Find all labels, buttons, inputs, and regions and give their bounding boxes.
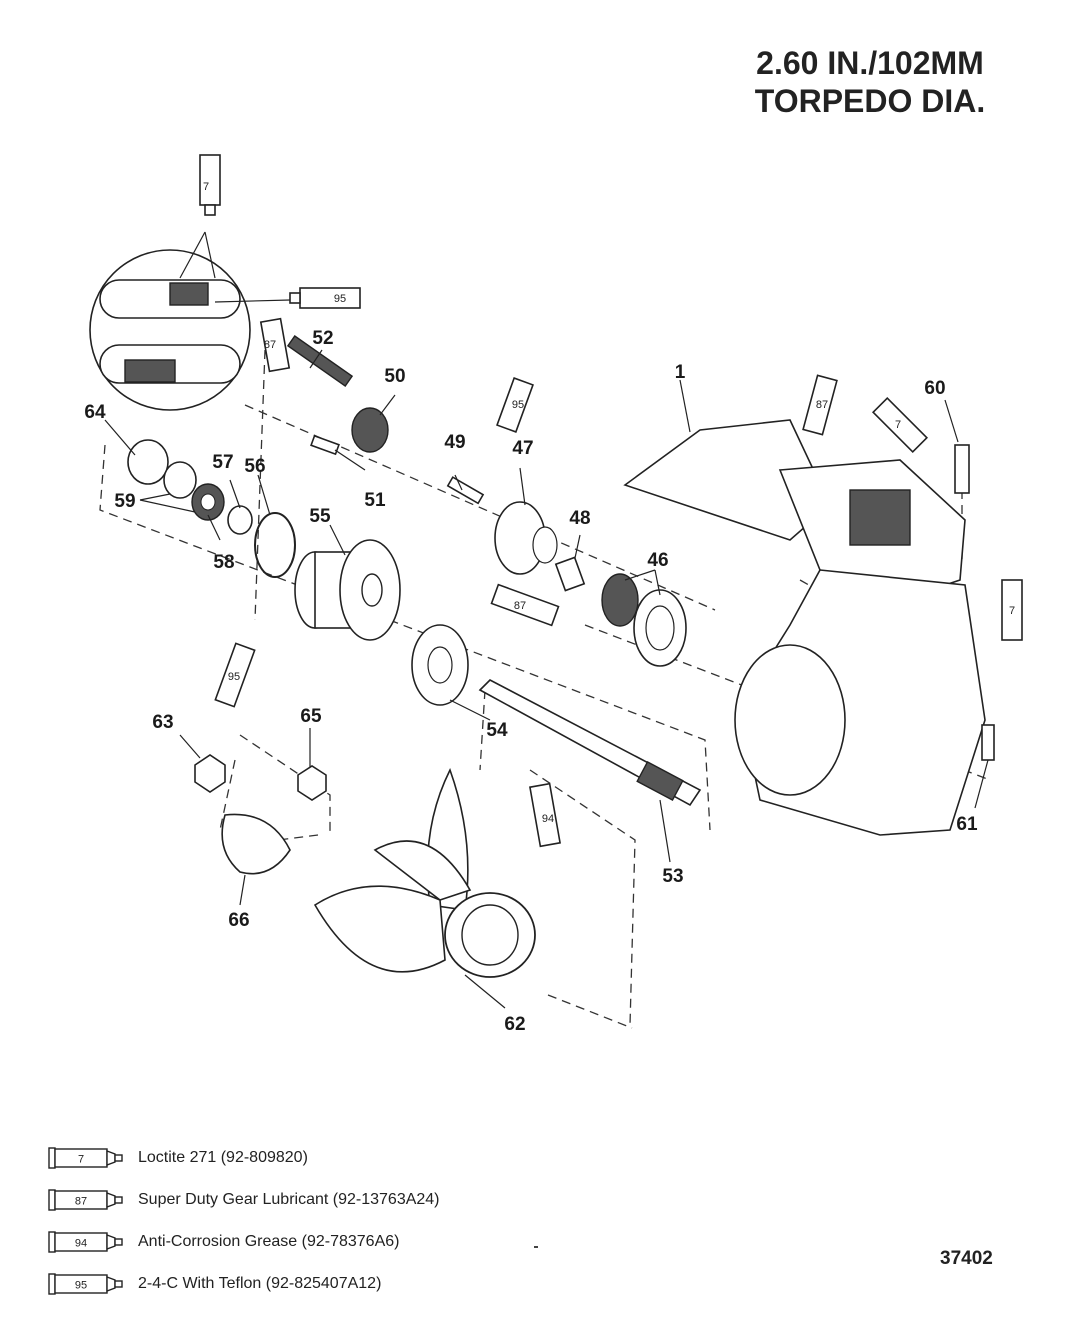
lubricant-tube-icon (259, 317, 291, 373)
forward-gear (494, 467, 558, 575)
propeller (313, 767, 536, 1009)
bearing-carrier (294, 524, 401, 641)
lubricant-tube-icon: 87 (48, 1189, 123, 1211)
magnified-detail-inset (89, 231, 291, 411)
drawing-reference-number: 37402 (940, 1248, 993, 1269)
legend-description: Super Duty Gear Lubricant (92-13763A24) (138, 1191, 440, 1208)
lubricant-tube-icon (529, 782, 561, 848)
reverse-gear (411, 624, 491, 721)
lubricant-tube-icon (199, 154, 221, 216)
callout: 61 (956, 814, 978, 835)
lubricant-tube-icon (1001, 579, 1023, 641)
lubricant-tube-icon: 94 (48, 1231, 123, 1253)
exploded-parts-diagram: 7 95 87 95 87 7 87 7 95 (84, 154, 1023, 1035)
tube-label: 95 (228, 671, 240, 683)
callout: 58 (213, 552, 234, 573)
legend-code: 7 (78, 1154, 84, 1166)
propeller-shaft (478, 679, 702, 863)
callout: 49 (444, 432, 465, 453)
tube-label: 87 (514, 600, 526, 612)
callout: 65 (300, 706, 322, 727)
nuts-and-cone (179, 728, 327, 906)
legend-description: Anti-Corrosion Grease (92-78376A6) (138, 1233, 400, 1250)
lubricant-tubes: 7 95 87 95 87 7 87 7 95 (199, 154, 1023, 848)
legend-row: 94 Anti-Corrosion Grease (92-78376A6) (48, 1224, 748, 1266)
stray-mark (534, 1246, 538, 1248)
bearing-cup-and-race (601, 569, 687, 667)
callout: 46 (647, 550, 668, 571)
callout: 54 (486, 720, 508, 741)
lubricant-tube-icon (490, 583, 560, 627)
callout: 63 (152, 712, 173, 733)
title-line-1: 2.60 IN./102MM (756, 45, 984, 81)
callout: 56 (244, 456, 265, 477)
lubricant-legend: 7 Loctite 271 (92-809820) 87 Super Duty … (48, 1140, 748, 1308)
gear-housing (623, 379, 986, 836)
callout: 51 (364, 490, 386, 511)
tube-label: 7 (895, 419, 901, 431)
legend-row: 7 Loctite 271 (92-809820) (48, 1140, 748, 1182)
callout: 50 (384, 366, 405, 387)
legend-code: 94 (75, 1238, 87, 1250)
tube-label: 94 (542, 813, 554, 825)
callout: 1 (675, 362, 686, 383)
callout-numbers: 1 46 47 48 49 50 51 52 53 54 55 56 57 58… (84, 328, 978, 1035)
legend-description: Loctite 271 (92-809820) (138, 1149, 308, 1166)
lubricant-tube-icon: 95 (48, 1273, 123, 1295)
lubricant-tube-icon: 7 (48, 1147, 123, 1169)
tube-label: 87 (264, 339, 276, 351)
callout: 52 (312, 328, 333, 349)
title-line-2: TORPEDO DIA. (754, 83, 986, 119)
callout: 53 (662, 866, 683, 887)
callout: 48 (569, 508, 590, 529)
legend-code: 87 (75, 1196, 87, 1208)
lubricant-tube-icon (289, 287, 361, 309)
callout: 60 (924, 378, 945, 399)
lubricant-tube-icon (496, 377, 534, 433)
diagram-title: 2.60 IN./102MM TORPEDO DIA. (700, 44, 1040, 120)
callout: 55 (309, 506, 331, 527)
callout: 66 (228, 910, 249, 931)
callout: 57 (212, 452, 233, 473)
lubricant-tube-icon (871, 396, 929, 454)
spool-and-pins (286, 335, 485, 505)
callout: 47 (512, 438, 533, 459)
tube-label: 95 (334, 293, 346, 305)
callout: 59 (114, 491, 135, 512)
legend-description: 2-4-C With Teflon (92-825407A12) (138, 1275, 382, 1292)
roller-bearing (554, 534, 586, 592)
tube-label: 95 (512, 399, 524, 411)
lubricant-tube-icon (214, 642, 256, 708)
bolts (944, 399, 995, 809)
tube-label: 7 (203, 181, 209, 193)
lubricant-tube-icon (802, 374, 838, 436)
seals-and-rings (104, 419, 296, 578)
legend-code: 95 (75, 1280, 87, 1292)
tube-label: 87 (816, 399, 828, 411)
callout: 62 (504, 1014, 525, 1035)
legend-row: 95 2-4-C With Teflon (92-825407A12) (48, 1266, 748, 1308)
legend-row: 87 Super Duty Gear Lubricant (92-13763A2… (48, 1182, 748, 1224)
tube-label: 7 (1009, 605, 1015, 617)
callout: 64 (84, 402, 106, 423)
